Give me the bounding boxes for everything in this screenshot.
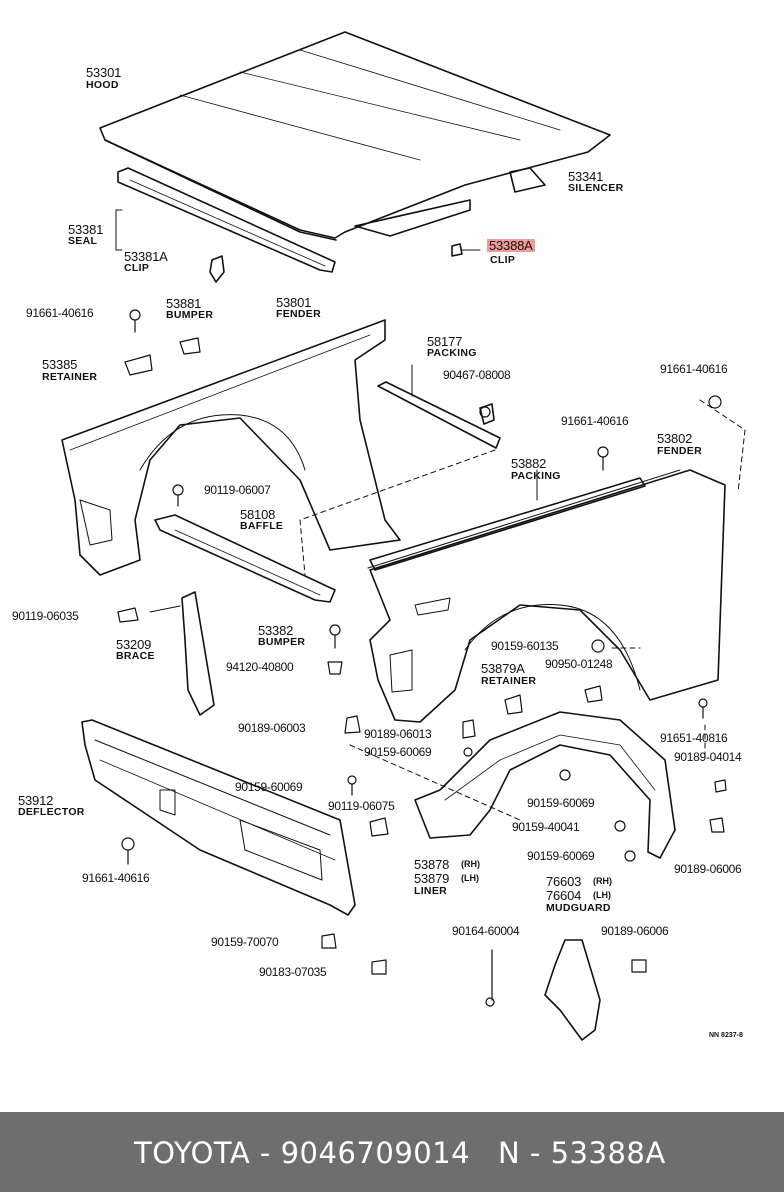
label-53382: 53382: [258, 623, 294, 638]
label-bumper-1: BUMPER: [166, 309, 214, 321]
diagram-drawing: [61, 31, 746, 1041]
label-53879a: 53879A: [481, 661, 525, 676]
seal-drawing: [115, 167, 336, 273]
label-90159-60069-c: 90159-60069: [527, 796, 595, 810]
label-94120-40800: 94120-40800: [226, 660, 294, 674]
label-91661-40616-d: 91661-40616: [82, 871, 150, 885]
label-fender-1: FENDER: [276, 308, 321, 320]
liner-drawing: [414, 711, 676, 859]
label-90159-70070: 90159-70070: [211, 935, 279, 949]
label-91661-40616-b: 91661-40616: [660, 362, 728, 376]
label-clip-1: CLIP: [124, 262, 150, 274]
label-58177: 58177: [427, 334, 463, 349]
label-retainer-1: RETAINER: [42, 371, 98, 383]
label-lh-2: (LH): [593, 890, 611, 900]
hood-drawing: [99, 31, 611, 241]
label-76603: 76603: [546, 874, 582, 889]
baffle-drawing: [154, 514, 336, 603]
fender-lh-drawing: [61, 319, 401, 576]
label-liner: LINER: [414, 885, 447, 897]
label-90164-60004: 90164-60004: [452, 924, 520, 938]
fastener-drawings: [117, 309, 727, 1007]
label-rh-2: (RH): [593, 876, 612, 886]
label-lh-1: (LH): [461, 873, 479, 883]
footer-reference-number: N - 53388A: [498, 1136, 666, 1170]
label-90189-06006-a: 90189-06006: [674, 862, 742, 876]
label-53881: 53881: [166, 296, 202, 311]
clip-drawings: [209, 243, 481, 283]
label-53912: 53912: [18, 793, 54, 808]
label-retainer-2: RETAINER: [481, 675, 537, 687]
label-90159-60135: 90159-60135: [491, 639, 559, 653]
label-packing-2: PACKING: [511, 470, 561, 482]
label-90159-60069-b: 90159-60069: [235, 780, 303, 794]
label-58108: 58108: [240, 507, 276, 522]
label-rh-1: (RH): [461, 859, 480, 869]
drawing-reference-code: NN 8237-8: [709, 1032, 743, 1039]
label-baffle: BAFFLE: [240, 520, 284, 532]
label-90159-40041: 90159-40041: [512, 820, 580, 834]
label-hood: HOOD: [86, 79, 119, 91]
label-90189-06003: 90189-06003: [238, 721, 306, 735]
label-packing-1: PACKING: [427, 347, 477, 359]
label-90119-06007: 90119-06007: [204, 483, 271, 497]
brace-drawing: [149, 591, 215, 716]
mudguard-drawing: [544, 939, 601, 1041]
label-53802: 53802: [657, 431, 693, 446]
label-mudguard: MUDGUARD: [546, 902, 611, 914]
label-brace: BRACE: [116, 650, 155, 662]
label-90189-04014: 90189-04014: [674, 750, 742, 764]
label-clip-2: CLIP: [490, 254, 516, 266]
label-90159-60069-a: 90159-60069: [364, 745, 432, 759]
label-53388a-highlighted: 53388A: [487, 238, 535, 253]
label-seal: SEAL: [68, 235, 98, 247]
label-53878: 53878: [414, 857, 450, 872]
label-53381a: 53381A: [124, 249, 168, 264]
label-90119-06035: 90119-06035: [12, 609, 79, 623]
label-53882: 53882: [511, 456, 547, 471]
label-90467-08008: 90467-08008: [443, 368, 511, 382]
label-silencer: SILENCER: [568, 182, 624, 194]
label-90189-06006-b: 90189-06006: [601, 924, 669, 938]
label-deflector: DEFLECTOR: [18, 806, 85, 818]
footer-bar: TOYOTA - 9046709014 N - 53388A: [0, 1112, 784, 1192]
label-53381: 53381: [68, 222, 104, 237]
label-53301: 53301: [86, 65, 122, 80]
label-53209: 53209: [116, 637, 152, 652]
label-53801: 53801: [276, 295, 312, 310]
label-90950-01248: 90950-01248: [545, 657, 613, 671]
label-91661-40616-c: 91661-40616: [561, 414, 629, 428]
packing-53882-drawing: [369, 469, 646, 571]
label-90183-07035: 90183-07035: [259, 965, 327, 979]
label-90189-06013: 90189-06013: [364, 727, 432, 741]
label-bumper-2: BUMPER: [258, 636, 306, 648]
label-90159-60069-d: 90159-60069: [527, 849, 595, 863]
label-53385: 53385: [42, 357, 78, 372]
deflector-drawing: [81, 719, 356, 916]
label-53879: 53879: [414, 871, 450, 886]
label-90119-06075: 90119-06075: [328, 799, 395, 813]
footer-brand-part-number: TOYOTA - 9046709014: [134, 1136, 471, 1170]
label-76604: 76604: [546, 888, 582, 903]
label-91651-40816: 91651-40816: [660, 731, 728, 745]
label-fender-2: FENDER: [657, 445, 702, 457]
label-91661-40616-a: 91661-40616: [26, 306, 94, 320]
label-53341: 53341: [568, 169, 604, 184]
fender-rh-drawing: [367, 469, 726, 723]
packing-58177-drawing: [377, 364, 501, 449]
parts-diagram: 53301 HOOD 53341 SILENCER 53381 SEAL 533…: [12, 31, 746, 1041]
